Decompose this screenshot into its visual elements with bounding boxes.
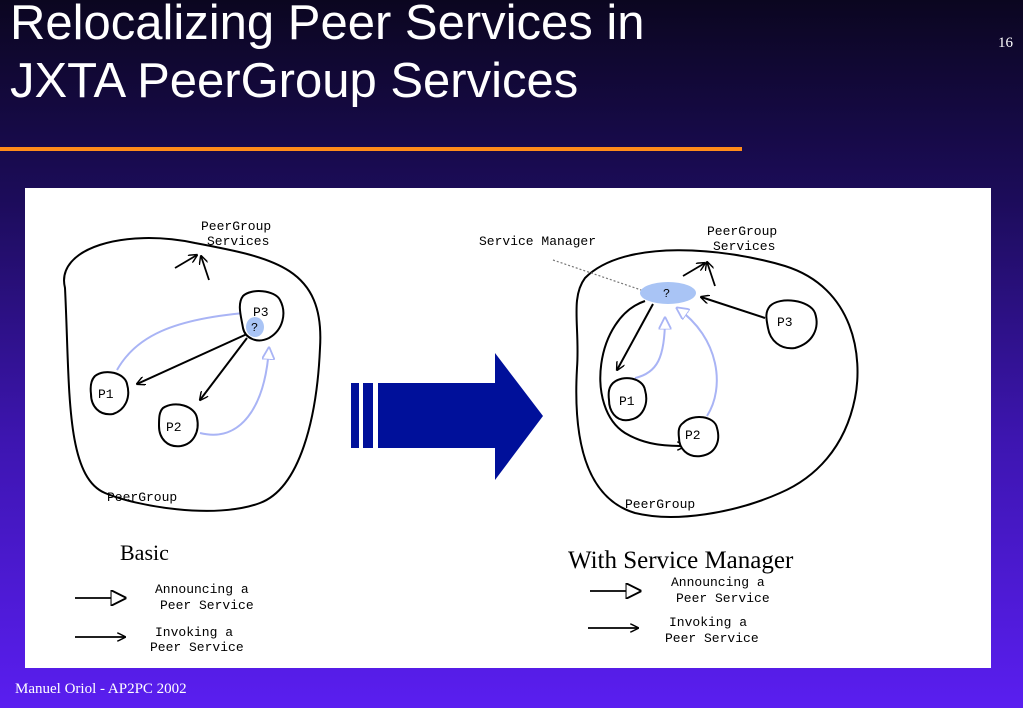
diagram-panel: PeerGroup Services P3 ? P1: [25, 188, 991, 668]
invoke-arrow-p2: [200, 337, 248, 400]
peer-node-p2: [677, 416, 720, 458]
services-label-line-1: PeerGroup: [707, 224, 777, 239]
announce-curve-p1: [634, 318, 665, 379]
service-mark: ?: [251, 321, 258, 335]
legend-invoke-label-2: Peer Service: [150, 640, 244, 655]
legend-invoke-label-2: Peer Service: [665, 631, 759, 646]
peer-label-p3: P3: [777, 315, 793, 330]
peergroup-boundary: [575, 249, 859, 518]
peer-label-p1: P1: [98, 387, 114, 402]
invoke-arrow-p2: [599, 300, 685, 446]
peer-node-p1: [607, 377, 648, 422]
legend-announce-label-1: Announcing a: [671, 575, 765, 590]
peer-label-p2: P2: [685, 428, 701, 443]
legend-invoke-label-1: Invoking a: [669, 615, 747, 630]
services-label-line-2: Services: [207, 234, 269, 249]
services-arrow: [201, 256, 210, 281]
legend-announce-label-2: Peer Service: [676, 591, 770, 606]
transition-arrow: [351, 353, 543, 480]
peergroup-label: PeerGroup: [107, 490, 177, 505]
announce-curve-p1: [116, 312, 257, 371]
title-underline: [0, 147, 742, 151]
peer-label-p3: P3: [253, 305, 269, 320]
peer-node-p1: [89, 371, 130, 416]
peer-label-p2: P2: [166, 420, 182, 435]
service-manager-pointer: [552, 259, 648, 293]
legend-announce-label-2: Peer Service: [160, 598, 254, 613]
slide-title-line-2: JXTA PeerGroup Services: [10, 54, 579, 108]
slide-number: 16: [998, 35, 1013, 51]
invoke-arrow-p1: [617, 303, 654, 370]
service-manager-blob: [640, 282, 696, 304]
legend-right: Announcing a Peer Service Invoking a Pee…: [588, 575, 770, 646]
slide-title-line-1: Relocalizing Peer Services in: [10, 0, 645, 50]
legend-invoke-label-1: Invoking a: [155, 625, 233, 640]
announce-curve-p2: [677, 308, 718, 417]
peergroup-boundary: [63, 237, 322, 512]
peer-node-p2: [157, 403, 199, 448]
basic-diagram: PeerGroup Services P3 ? P1: [63, 219, 322, 512]
service-mark: ?: [663, 287, 670, 301]
slide-title: Relocalizing Peer Services in JXTA PeerG…: [10, 0, 910, 110]
service-blob: [246, 317, 264, 337]
invoke-arrow-p3: [701, 297, 766, 319]
services-label-line-1: PeerGroup: [201, 219, 271, 234]
announce-curve-p2: [199, 348, 269, 436]
manager-diagram: Service Manager PeerGroup Services ? P: [479, 224, 859, 518]
service-manager-label: Service Manager: [479, 234, 596, 249]
services-label-line-2: Services: [713, 239, 775, 254]
invoke-arrow-p1: [137, 333, 248, 384]
legend-left: Announcing a Peer Service Invoking a Pee…: [75, 582, 254, 655]
manager-caption: With Service Manager: [568, 547, 794, 574]
services-arrow: [682, 263, 705, 277]
services-arrow: [707, 262, 716, 287]
peer-node-p3: [765, 299, 818, 350]
services-arrow: [174, 255, 197, 269]
peergroup-label: PeerGroup: [625, 497, 695, 512]
peer-label-p1: P1: [619, 394, 635, 409]
diagram-canvas: PeerGroup Services P3 ? P1: [63, 219, 859, 655]
basic-caption: Basic: [120, 540, 169, 565]
slide-footer: Manuel Oriol - AP2PC 2002: [15, 681, 187, 697]
legend-announce-label-1: Announcing a: [155, 582, 249, 597]
